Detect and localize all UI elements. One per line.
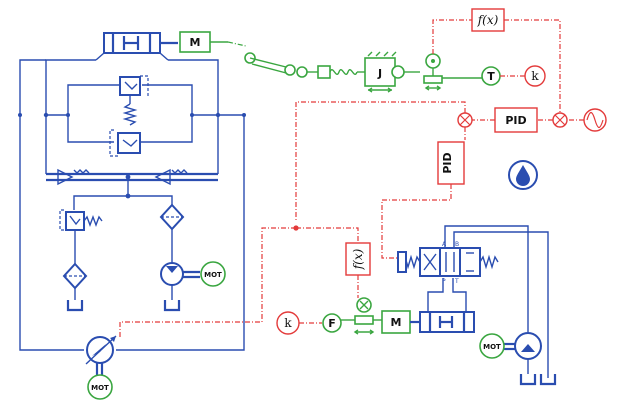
left-hydraulic-circuit: MOT MOT	[18, 32, 246, 400]
mot-bottom-left-label: MOT	[91, 384, 109, 392]
pressure-valve-lower	[109, 129, 141, 157]
motor-m-bottom: M	[391, 316, 402, 329]
spring-icon	[122, 103, 138, 126]
func-bottom: f(x)	[351, 248, 365, 270]
directional-valve: A B P T	[397, 241, 499, 285]
filter-lower-right	[159, 203, 185, 231]
spring-icon	[329, 69, 358, 75]
check-valve-right	[154, 168, 188, 186]
mot-right-label: MOT	[204, 271, 222, 279]
pid-horizontal: PID	[505, 114, 526, 127]
bottom-right-system: f(x) k F M	[276, 225, 557, 386]
relief-valve-lower-left	[59, 209, 103, 231]
mot-bottom-left: MOT	[87, 374, 113, 400]
const-k-top: k	[531, 69, 539, 83]
pid-vertical: PID	[441, 152, 454, 173]
top-cylinder	[95, 32, 178, 61]
inertia-j: J	[377, 67, 382, 80]
force-f: F	[328, 317, 336, 330]
tank-icon	[519, 374, 537, 386]
port-t: T	[454, 278, 459, 285]
tank-icon	[163, 300, 181, 312]
tank-icon	[66, 300, 84, 312]
drop-icon	[508, 160, 538, 190]
port-b: B	[455, 241, 459, 248]
torque-t: T	[487, 70, 495, 83]
pressure-valve-upper	[119, 75, 149, 126]
top-signal-path: f(x) PID PID	[119, 8, 607, 338]
pipe-left-outer	[45, 59, 96, 174]
port-p: P	[442, 278, 446, 285]
check-valve-icon	[57, 168, 74, 186]
filter-lower-left	[62, 262, 88, 290]
mot-pump-right-label: MOT	[483, 343, 501, 351]
hydraulic-motor-left	[160, 262, 200, 286]
pipe-right-outer	[168, 59, 219, 174]
variable-pump-left	[85, 335, 117, 375]
motor-m-top: M	[190, 36, 201, 49]
func-top: f(x)	[477, 13, 499, 27]
check-valve-left	[57, 168, 90, 186]
check-valve-icon	[154, 168, 171, 186]
mot-right: MOT	[200, 261, 226, 287]
tank-icon	[539, 374, 557, 386]
const-k-bottom: k	[284, 316, 292, 330]
top-mechanical-chain: M J T k	[179, 31, 546, 93]
